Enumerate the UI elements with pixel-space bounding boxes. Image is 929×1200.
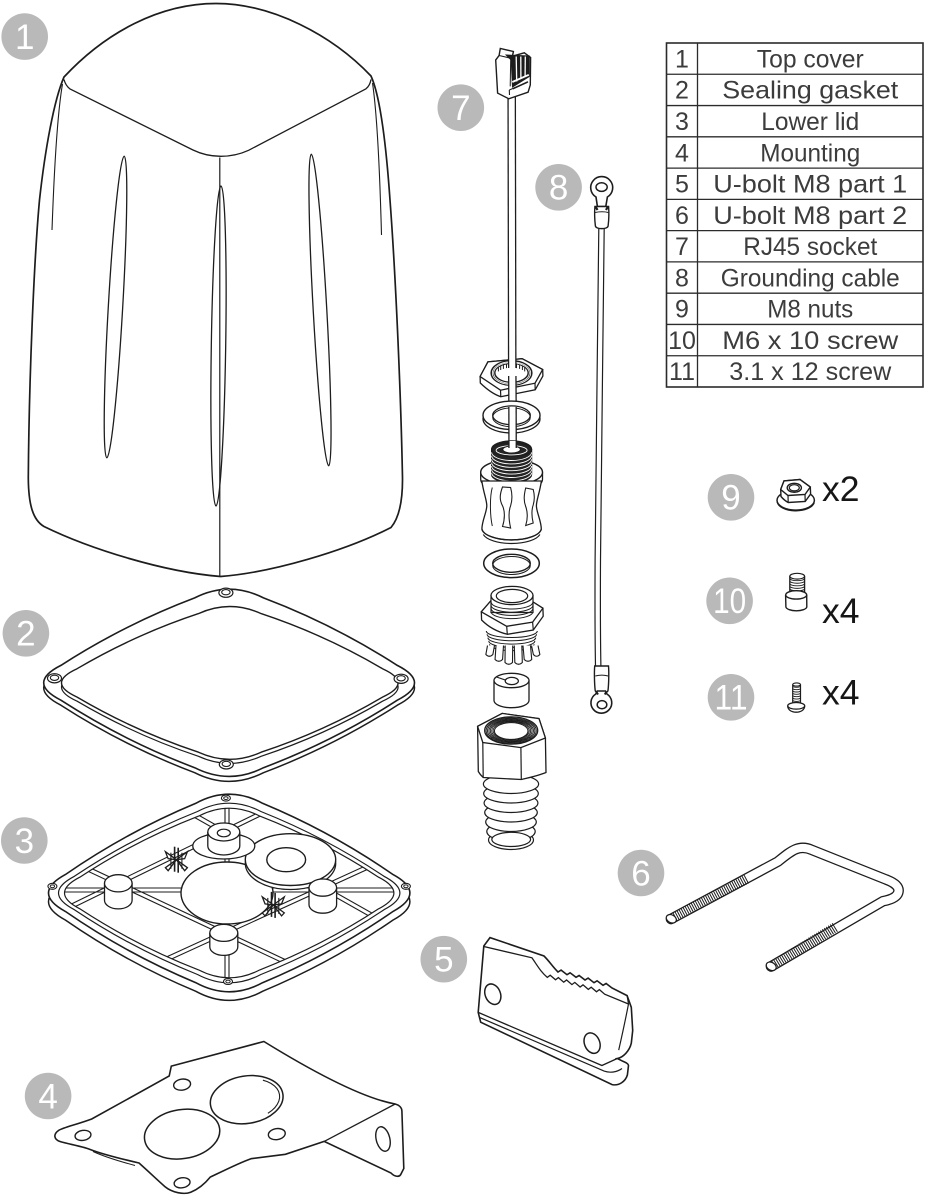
svg-text:6: 6 xyxy=(675,202,689,230)
svg-text:1: 1 xyxy=(15,18,34,57)
svg-text:6: 6 xyxy=(631,854,650,893)
svg-text:7: 7 xyxy=(675,233,689,261)
svg-text:2: 2 xyxy=(675,77,689,105)
svg-text:4: 4 xyxy=(38,1077,57,1116)
svg-text:3.1 x 12 screw: 3.1 x 12 screw xyxy=(729,358,892,386)
svg-text:Mounting: Mounting xyxy=(760,139,860,167)
svg-text:2: 2 xyxy=(16,615,35,654)
svg-text:Sealing gasket: Sealing gasket xyxy=(722,77,898,105)
svg-text:9: 9 xyxy=(675,296,689,324)
svg-text:U-bolt M8 part 2: U-bolt M8 part 2 xyxy=(713,202,907,230)
svg-text:8: 8 xyxy=(675,264,689,292)
svg-text:10: 10 xyxy=(668,327,696,355)
svg-text:Lower lid: Lower lid xyxy=(761,108,859,136)
svg-text:Grounding cable: Grounding cable xyxy=(721,264,900,292)
svg-text:5: 5 xyxy=(675,171,689,199)
svg-text:1: 1 xyxy=(675,45,689,73)
svg-text:RJ45 socket: RJ45 socket xyxy=(743,233,877,261)
svg-text:11: 11 xyxy=(715,679,748,718)
svg-text:8: 8 xyxy=(549,169,568,208)
svg-text:10: 10 xyxy=(713,582,746,621)
svg-text:3: 3 xyxy=(675,108,689,136)
svg-text:4: 4 xyxy=(675,139,689,167)
svg-text:M6 x 10 screw: M6 x 10 screw xyxy=(722,327,899,355)
svg-text:5: 5 xyxy=(434,941,453,980)
svg-text:11: 11 xyxy=(669,358,695,386)
svg-text:x4: x4 xyxy=(822,673,860,713)
svg-text:x2: x2 xyxy=(822,469,860,509)
svg-text:U-bolt M8 part 1: U-bolt M8 part 1 xyxy=(713,171,907,199)
svg-text:9: 9 xyxy=(721,479,740,518)
svg-text:3: 3 xyxy=(15,822,34,861)
svg-text:Top cover: Top cover xyxy=(757,45,864,73)
svg-text:7: 7 xyxy=(451,89,470,128)
svg-text:M8 nuts: M8 nuts xyxy=(767,296,853,324)
svg-text:x4: x4 xyxy=(822,591,860,631)
